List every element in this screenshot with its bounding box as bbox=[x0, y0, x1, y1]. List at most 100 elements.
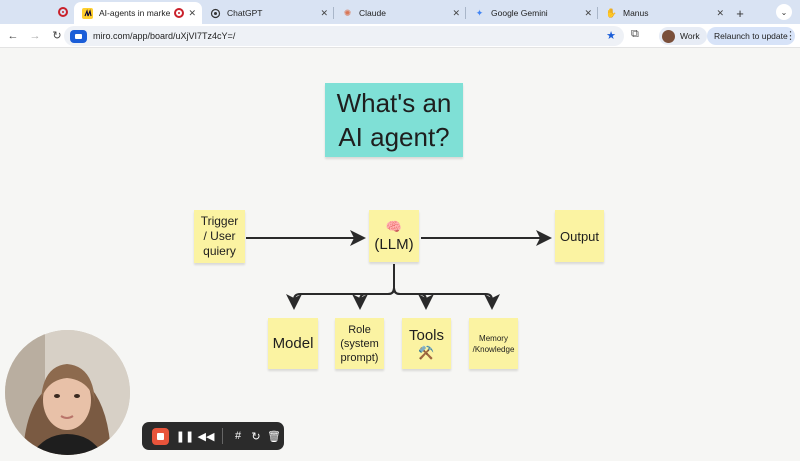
tab-title: Manus bbox=[623, 8, 649, 18]
recording-controls: ❚❚ ◀◀ # ↻ 🗑 bbox=[142, 422, 284, 450]
sticky-line: Trigger bbox=[200, 214, 239, 228]
sticky-text: Role (system prompt) bbox=[340, 323, 379, 365]
restart-button[interactable]: ↻ bbox=[247, 422, 265, 450]
profile-button[interactable]: Work bbox=[659, 27, 707, 45]
tab-claude[interactable]: ✺ Claude ✕ bbox=[334, 2, 466, 24]
arrow-llm-to-tools bbox=[393, 287, 434, 310]
relaunch-button[interactable]: Relaunch to update bbox=[707, 27, 795, 45]
sticky-title[interactable]: What's an AI agent? bbox=[325, 83, 463, 157]
restart-icon: ↻ bbox=[251, 430, 261, 443]
close-tab-icon[interactable]: ✕ bbox=[584, 7, 592, 18]
close-tab-icon[interactable]: ✕ bbox=[320, 7, 328, 18]
sticky-line: Tools bbox=[408, 327, 445, 344]
trash-icon: 🗑 bbox=[267, 430, 281, 443]
bookmark-star-icon[interactable]: ★ bbox=[606, 30, 616, 42]
sticky-text: Trigger / User quiery bbox=[201, 214, 239, 259]
new-tab-button[interactable]: + bbox=[736, 5, 744, 21]
sticky-memory[interactable]: Memory /Knowledge bbox=[469, 318, 518, 369]
arrow-llm-to-memory bbox=[393, 287, 500, 310]
arrow-llm-to-model bbox=[286, 264, 395, 310]
miro-board-canvas[interactable]: What's an AI agent? Trigger / User quier… bbox=[0, 48, 800, 461]
browser-toolbar: ← → ↻ miro.com/app/board/uXjVI7Tz4cY=/ ★… bbox=[0, 24, 800, 48]
tab-title: Google Gemini bbox=[491, 8, 548, 18]
sticky-line: Memory bbox=[479, 333, 508, 343]
more-menu-icon[interactable]: ⋮ bbox=[785, 30, 796, 42]
tab-ai-agents[interactable]: AI-agents in marketing ✕ bbox=[74, 2, 202, 24]
sticky-role[interactable]: Role (system prompt) bbox=[335, 318, 384, 369]
divider bbox=[222, 428, 223, 444]
sticky-line: / User bbox=[203, 229, 236, 243]
tab-separator bbox=[333, 7, 334, 19]
tab-strip: AI-agents in marketing ✕ ChatGPT ✕ ✺ Cla… bbox=[0, 0, 800, 24]
brain-icon: 🧠 bbox=[385, 218, 403, 234]
pause-icon: ❚❚ bbox=[175, 430, 195, 443]
title-line: AI agent? bbox=[338, 122, 450, 152]
tab-manus[interactable]: ✋ Manus ✕ bbox=[598, 2, 730, 24]
sticky-tools[interactable]: Tools ⚒️ bbox=[402, 318, 451, 369]
arrow-left-icon: ← bbox=[7, 29, 19, 42]
pinned-tab-recording[interactable] bbox=[52, 0, 74, 24]
hammer-pick-icon: ⚒️ bbox=[418, 345, 435, 360]
avatar bbox=[662, 29, 675, 43]
sticky-line: prompt) bbox=[340, 351, 379, 364]
tab-title: Claude bbox=[359, 8, 386, 18]
reload-icon: ↻ bbox=[52, 30, 62, 42]
connector-arrows bbox=[246, 230, 552, 310]
sticky-trigger[interactable]: Trigger / User quiery bbox=[194, 210, 245, 263]
pause-button[interactable]: ❚❚ bbox=[174, 422, 196, 450]
delete-recording-button[interactable]: 🗑 bbox=[265, 422, 283, 450]
drawing-tool-button[interactable]: # bbox=[229, 422, 247, 450]
sticky-line: (LLM) bbox=[374, 235, 414, 253]
extensions-icon[interactable]: ⧉ bbox=[631, 28, 639, 40]
chevron-down-icon: ⌄ bbox=[780, 7, 788, 17]
sticky-text: 🧠 (LLM) bbox=[374, 219, 413, 254]
manus-icon: ✋ bbox=[605, 7, 618, 18]
title-line: What's an bbox=[336, 88, 452, 118]
miro-icon bbox=[82, 7, 93, 19]
address-bar[interactable]: miro.com/app/board/uXjVI7Tz4cY=/ ★ bbox=[64, 26, 624, 46]
close-tab-icon[interactable]: ✕ bbox=[716, 7, 724, 18]
sticky-line: quiery bbox=[203, 244, 236, 258]
relaunch-label: Relaunch to update bbox=[714, 31, 788, 41]
tab-separator bbox=[465, 7, 466, 19]
sticky-line: Role bbox=[348, 323, 371, 336]
tab-search-button[interactable]: ⌄ bbox=[776, 4, 792, 20]
close-tab-icon[interactable]: ✕ bbox=[452, 7, 460, 18]
rewind-button[interactable]: ◀◀ bbox=[196, 422, 216, 450]
tab-gemini[interactable]: ✦ Google Gemini ✕ bbox=[466, 2, 598, 24]
sticky-line: Model bbox=[272, 335, 314, 352]
stop-recording-button[interactable] bbox=[150, 422, 170, 450]
sticky-model[interactable]: Model bbox=[268, 318, 318, 369]
webcam-bubble[interactable] bbox=[5, 330, 130, 455]
sticky-output[interactable]: Output bbox=[555, 210, 604, 262]
close-tab-icon[interactable]: ✕ bbox=[188, 7, 196, 18]
sticky-text: Memory /Knowledge bbox=[473, 333, 515, 355]
arrow-right-icon: → bbox=[29, 29, 41, 42]
grid-icon: # bbox=[234, 430, 242, 442]
sticky-text: Tools ⚒️ bbox=[409, 326, 444, 361]
claude-icon: ✺ bbox=[343, 7, 352, 18]
forward-button[interactable]: → bbox=[24, 25, 46, 47]
reload-button[interactable]: ↻ bbox=[46, 25, 68, 47]
sticky-line: /Knowledge bbox=[472, 344, 515, 354]
openai-icon bbox=[210, 8, 221, 19]
sticky-llm[interactable]: 🧠 (LLM) bbox=[369, 210, 419, 262]
presenter-video bbox=[5, 330, 130, 455]
tab-separator bbox=[597, 7, 598, 19]
sticky-line: Output bbox=[559, 228, 600, 244]
site-info-icon[interactable] bbox=[70, 29, 87, 43]
sticky-line: (system bbox=[340, 337, 379, 350]
record-icon bbox=[174, 8, 185, 18]
stop-icon bbox=[151, 427, 169, 445]
record-icon bbox=[58, 7, 68, 17]
tab-title: ChatGPT bbox=[227, 8, 263, 18]
tab-chatgpt[interactable]: ChatGPT ✕ bbox=[202, 2, 334, 24]
arrow-llm-to-role bbox=[352, 287, 395, 310]
tab-title: AI-agents in marketing bbox=[99, 8, 171, 18]
back-button[interactable]: ← bbox=[2, 25, 24, 47]
gemini-icon: ✦ bbox=[475, 7, 484, 18]
profile-label: Work bbox=[680, 31, 700, 41]
title-text: What's an AI agent? bbox=[337, 86, 452, 154]
url-text: miro.com/app/board/uXjVI7Tz4cY=/ bbox=[93, 31, 236, 41]
rewind-icon: ◀◀ bbox=[197, 430, 215, 443]
